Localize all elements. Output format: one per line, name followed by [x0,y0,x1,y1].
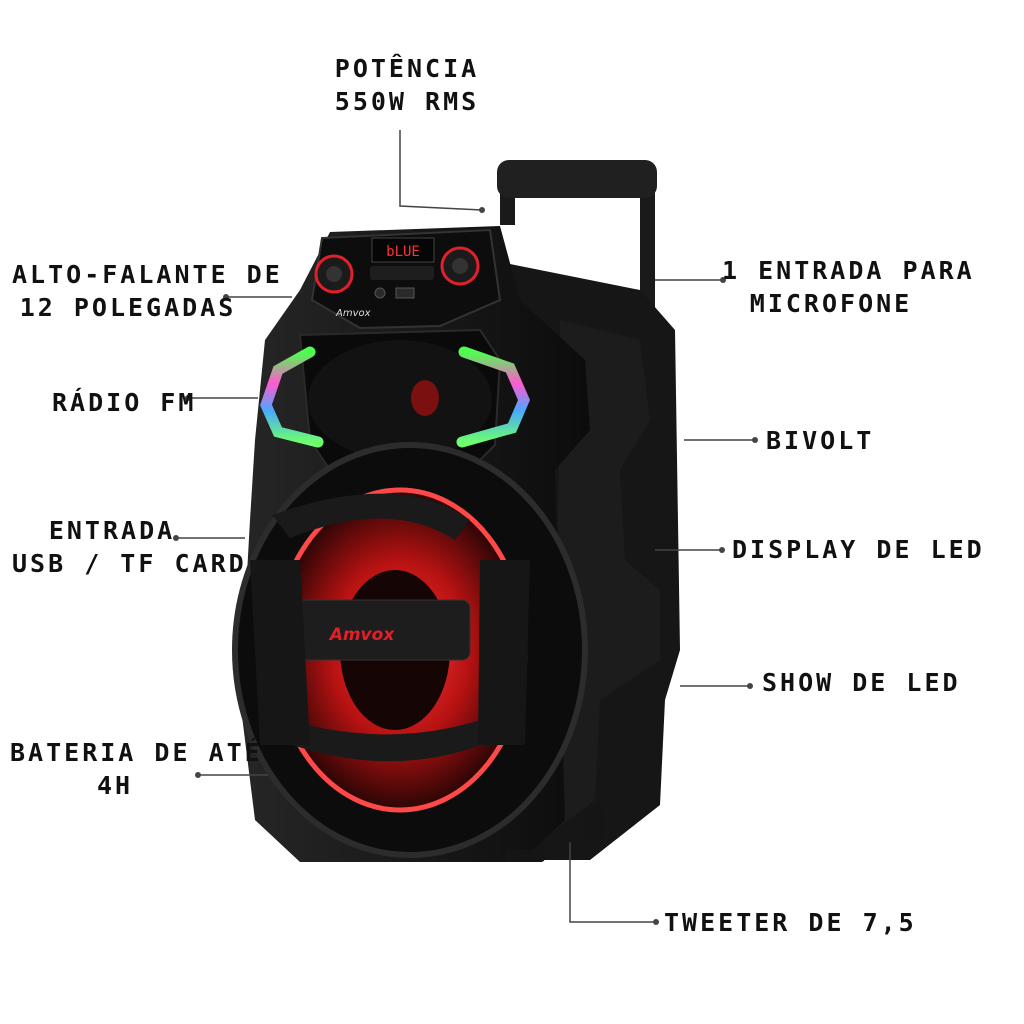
callout-show-led: SHOW DE LED [762,666,961,699]
callout-bateria-line2: 4H [96,771,134,800]
woofer-brand: Amvox [328,625,396,645]
callout-entrada-usb-line1: ENTRADA [48,516,176,545]
leader-potencia [399,130,483,211]
leader-tweeter [569,842,656,923]
callout-microfone: 1 ENTRADA PARA MICROFONE [722,254,975,320]
panel-brand: Amvox [335,308,371,319]
callout-microfone-line2: MICROFONE [749,289,913,318]
callout-tweeter: TWEETER DE 7,5 [664,906,917,939]
callout-potencia: POTÊNCIA 550W RMS [307,52,507,118]
led-display-text: bLUE [386,244,420,260]
callout-entrada-usb-line2: USB / TF CARD [12,549,247,578]
callout-alto-falante: ALTO-FALANTE DE 12 POLEGADAS [12,258,283,324]
mic-jack [374,287,386,299]
speaker-foot [582,808,604,840]
callout-potencia-line1: POTÊNCIA [334,54,480,83]
callout-microfone-line1: 1 ENTRADA PARA [722,256,975,285]
callout-bateria-line1: BATERIA DE ATÉ [10,738,263,767]
callout-alto-falante-line1: ALTO-FALANTE DE [12,260,283,289]
callout-display-led: DISPLAY DE LED [732,533,985,566]
led-display [371,237,435,263]
woofer: Amvox [232,442,588,858]
control-panel: bLUE Amvox [310,228,502,330]
callout-tweeter-line1: TWEETER DE 7,5 [664,908,917,937]
callout-alto-falante-line2: 12 POLEGADAS [19,293,237,322]
callout-radio-fm-line1: RÁDIO FM [52,388,197,417]
callout-potencia-line2: 550W RMS [334,87,480,116]
callout-radio-fm: RÁDIO FM [52,386,197,419]
callout-show-led-line1: SHOW DE LED [762,668,961,697]
tweeter-horn [298,328,502,471]
callout-bivolt-line1: BIVOLT [766,426,875,455]
callout-display-led-line1: DISPLAY DE LED [732,535,985,564]
usb-port [395,287,415,299]
led-bar-left [260,346,324,448]
callout-bivolt: BIVOLT [766,424,874,457]
led-bar-right [456,346,530,448]
callout-entrada-usb: ENTRADA USB / TF CARD [12,514,247,580]
trolley-handle [497,160,657,330]
callout-bateria: BATERIA DE ATÉ 4H [10,736,263,802]
